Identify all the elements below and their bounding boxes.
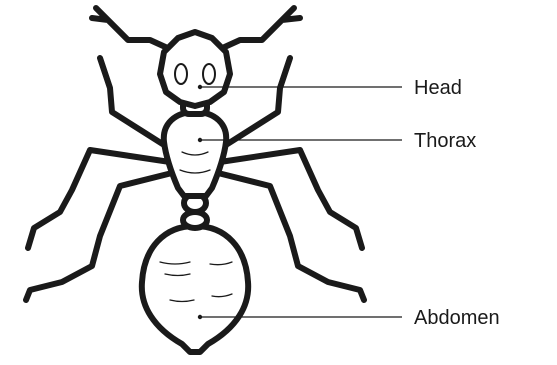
ant-body [142, 32, 248, 352]
abdomen-shape [142, 226, 248, 352]
thorax-shape [164, 112, 226, 196]
labels: Head Thorax Abdomen [414, 77, 500, 329]
label-abdomen: Abdomen [414, 307, 500, 329]
label-head: Head [414, 77, 462, 99]
left-eye [175, 64, 187, 84]
label-thorax: Thorax [414, 130, 476, 152]
right-eye [203, 64, 215, 84]
head-shape [160, 32, 230, 106]
